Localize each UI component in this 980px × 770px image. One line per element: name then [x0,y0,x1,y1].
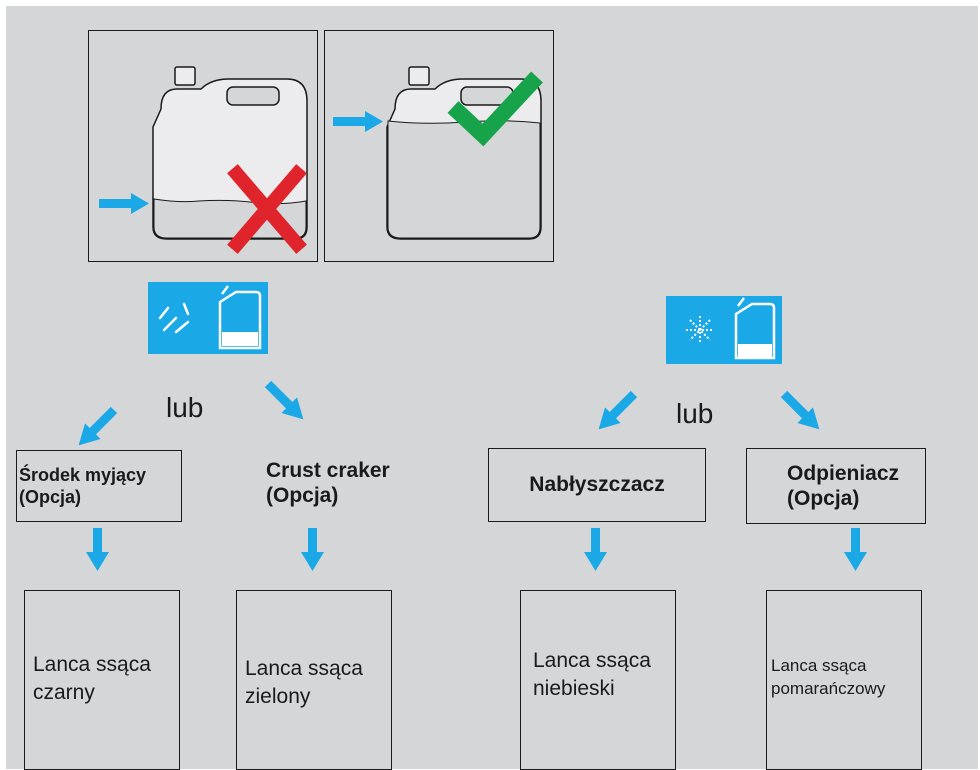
panel-level-correct [324,30,554,262]
lance-color: czarny [33,681,95,705]
product-title: Crust craker [266,459,390,482]
lance-label: Lanca ssąca [771,656,867,675]
product-title: Środek myjący [19,465,147,485]
lance-label: Lanca ssąca [245,657,363,680]
arrow-down-right-icon [780,390,820,430]
checkmark-icon [447,71,543,147]
product-option: (Opcja) [787,487,860,511]
arrow-down-left-icon [78,406,118,446]
arrow-down-left-icon [598,390,638,430]
product-option: (Opcja) [266,484,339,508]
or-label: lub [676,398,714,429]
or-label: lub [166,392,204,423]
lance-color: zielony [245,685,311,709]
product-title: Odpieniacz [787,462,900,485]
product-box-detergent: Środek myjący (Opcja) [16,450,182,522]
product-box-rinse-aid: Nabłyszczacz [488,448,706,522]
lance-label: Lanca ssąca [33,653,151,676]
lance-box-blue: Lanca ssąca niebieski [520,590,676,770]
diagram-canvas: lub lub Środek myjący (Opcja) Crust crak… [6,6,978,770]
lance-color: niebieski [533,677,615,701]
cross-icon [227,164,307,254]
product-option: (Opcja) [19,486,82,507]
arrow-down-icon [301,528,324,571]
sparkle-canister-icon [666,296,782,364]
spray-canister-icon [148,282,268,354]
product-label-crust-craker: Crust craker (Opcja) [266,458,390,508]
arrow-down-icon [584,528,607,571]
product-box-defoamer: Odpieniacz (Opcja) [746,448,926,524]
lance-label: Lanca ssąca [533,649,651,672]
lance-box-black: Lanca ssąca czarny [24,590,180,770]
product-title: Nabłyszczacz [529,473,665,497]
canister-icon [386,66,542,240]
arrow-down-icon [86,528,109,571]
lance-box-orange: Lanca ssąca pomarańczowy [766,590,922,770]
arrow-down-icon [844,528,867,571]
lance-box-green: Lanca ssąca zielony [236,590,392,770]
lance-color: pomarańczowy [771,678,886,698]
arrow-down-right-icon [264,380,304,420]
arrow-right-icon [99,193,149,214]
arrow-right-icon [333,111,383,132]
panel-level-wrong [88,30,318,262]
